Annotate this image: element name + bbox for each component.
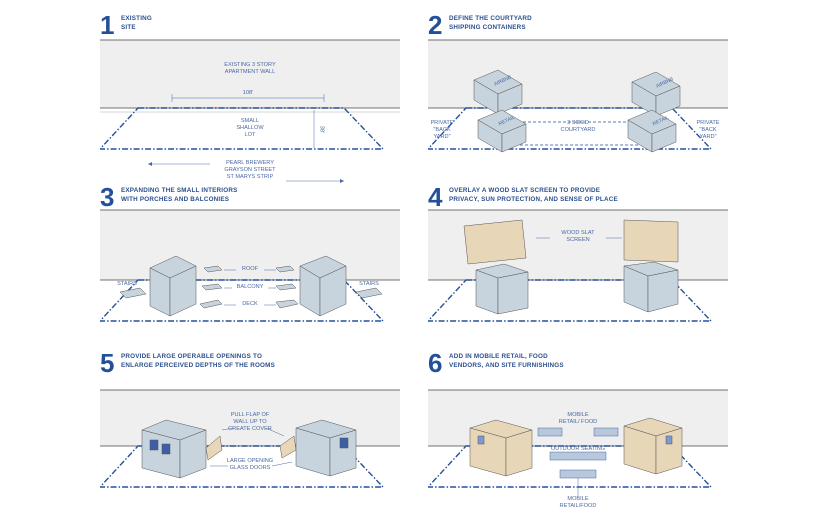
street-label: PEARL BREWERY GRAYSON STREET ST MARYS ST… [224,160,276,180]
step-4-diagram [428,209,728,322]
mobile-top-label: MOBILE RETAIL/ FOOD [558,412,598,425]
step-2-panel: 2 DEFINE THE COURTYARD SHIPPING CONTAINE… [428,12,728,184]
step-3-diagram [100,209,400,322]
seating-label: OUTDOOR SEATING [550,446,606,452]
step-3-panel: 3 EXPANDING THE SMALL INTERIORS WITH POR… [100,184,400,356]
step-1-panel: 1 EXISTING SITE EXISTING 3 STORY APARTME… [100,12,400,184]
step-number: 5 [100,348,115,378]
step-title: OVERLAY A WOOD SLAT SCREEN TO PROVIDE PR… [449,187,618,203]
balcony-slab-right [275,283,297,291]
mobile-bottom-label: MOBILE RETAIL/FOOD [559,496,597,509]
step-title: EXPANDING THE SMALL INTERIORS WITH PORCH… [121,187,238,203]
step-5-diagram [100,389,400,488]
courtyard-label: 3 SIDED COURTYARD [560,120,596,133]
mobile-vendors [537,427,619,479]
step-title: ADD IN MOBILE RETAIL, FOOD VENDORS, AND … [449,353,564,369]
wood-screen-label: WOOD SLAT SCREEN [561,230,595,243]
roof-label: ROOF [241,266,259,272]
porches [119,265,383,309]
right-container-stack [623,417,683,475]
step-2-diagram [428,39,728,153]
site-lot-outline [100,445,385,488]
stairs-left [119,287,147,299]
balcony-slab-left [201,283,223,291]
step-6-panel: 6 ADD IN MOBILE RETAIL, FOOD VENDORS, AN… [428,350,728,522]
roof-slab-right [275,265,295,273]
stairs-right [355,287,383,299]
width-label: 108' [242,90,254,96]
site-lot-outline [100,279,385,322]
step-4-panel: 4 OVERLAY A WOOD SLAT SCREEN TO PROVIDE … [428,184,728,356]
deck-label: DECK [242,301,258,307]
step-title: PROVIDE LARGE OPERABLE OPENINGS TO ENLAR… [121,353,275,369]
right-wood-screen [623,219,679,263]
right-container-stack [623,261,679,313]
left-wall-flap [205,435,223,461]
step-number: 3 [100,182,115,212]
site-lot-outline [428,107,713,150]
left-container-stack [475,263,529,315]
site-lot-outline [428,279,713,322]
right-container-stack [299,255,347,317]
left-wood-screen [463,219,527,265]
left-container-stack [469,419,533,477]
left-container-stack [141,419,207,479]
glass-doors-label: LARGE OPENING GLASS DOORS [226,458,274,471]
right-wall-flap [279,435,297,459]
right-container-stack [627,71,681,153]
left-container-stack [149,255,197,317]
step-title: DEFINE THE COURTYARD SHIPPING CONTAINERS [449,15,532,31]
balcony-label: BALCONY [236,284,264,290]
deck-slab-left [199,299,223,309]
step-number: 2 [428,10,443,40]
roof-slab-left [203,265,223,273]
existing-wall [100,40,400,108]
step-1-diagram [100,39,400,183]
site-lot-outline [428,445,713,488]
right-private-label: PRIVATE "BACK YARD" [696,120,720,140]
step-number: 6 [428,348,443,378]
step-number: 1 [100,10,115,40]
flap-label: PULL FLAP OF WALL UP TO CREATE COVER [228,412,272,432]
depth-label: 38' [318,125,325,134]
step-number: 4 [428,182,443,212]
step-5-panel: 5 PROVIDE LARGE OPERABLE OPENINGS TO ENL… [100,350,400,522]
step-title: EXISTING SITE [121,15,152,31]
left-private-label: PRIVATE "BACK YARD" [430,120,454,140]
wall-label: EXISTING 3 STORY APARTMENT WALL [224,62,276,75]
site-lot-outline [100,107,385,150]
left-container-stack [473,69,527,153]
step-6-diagram [428,389,728,496]
deck-slab-right [275,299,299,309]
stairs-right-label: STAIRS [359,281,379,287]
lot-label: SMALL SHALLOW LOT [236,118,264,138]
stairs-left-label: STAIRS [117,281,137,287]
right-container-stack [295,419,357,477]
